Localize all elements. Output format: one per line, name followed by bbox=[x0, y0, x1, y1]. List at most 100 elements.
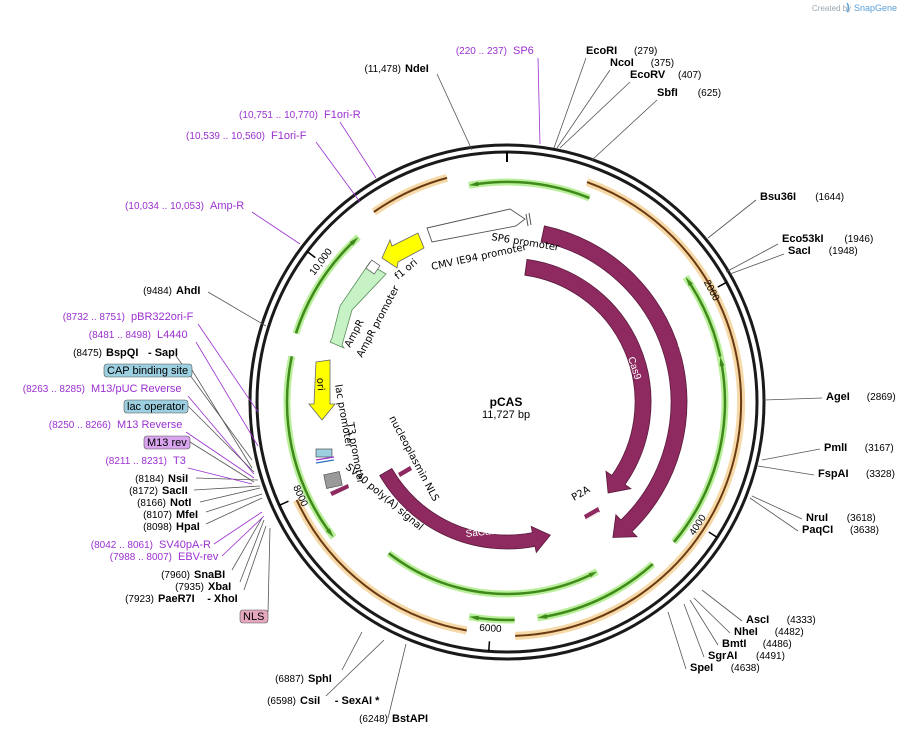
site-name[interactable]: NdeI bbox=[405, 63, 429, 75]
primer-name[interactable]: SP6 bbox=[513, 45, 534, 57]
site-name[interactable]: SbfI bbox=[657, 87, 678, 99]
green-orf-arrow[interactable] bbox=[388, 552, 598, 596]
boxed-feature[interactable] bbox=[143, 435, 191, 450]
site-name[interactable]: FspAI bbox=[818, 468, 849, 480]
site-leader-line bbox=[195, 477, 259, 481]
primer-name[interactable]: M13 Reverse bbox=[117, 419, 182, 431]
site-position: (8166) bbox=[137, 498, 166, 509]
sp6-promoter-feature[interactable] bbox=[525, 212, 532, 227]
site-name[interactable]: MfeI bbox=[176, 509, 198, 521]
watermark-snapgene: SnapGene bbox=[854, 3, 897, 13]
site-alias[interactable]: - XhoI bbox=[207, 593, 238, 605]
site-leader-line bbox=[207, 291, 267, 327]
cas9-inner-feature[interactable] bbox=[524, 258, 652, 494]
site-name[interactable]: BspQI bbox=[106, 347, 138, 359]
site-leader-line bbox=[205, 497, 263, 525]
primer-position: (220 .. 237) bbox=[456, 46, 507, 57]
cmv-promoter-feature[interactable] bbox=[426, 208, 526, 243]
p2a-feature[interactable] bbox=[584, 507, 600, 521]
site-name[interactable]: PaqCI bbox=[802, 524, 833, 536]
primer-name[interactable]: M13/pUC Reverse bbox=[91, 383, 181, 395]
primer-name[interactable]: EBV-rev bbox=[178, 551, 219, 563]
site-position: (6598) bbox=[267, 696, 296, 707]
site-name[interactable]: AhdI bbox=[176, 285, 200, 297]
site-name[interactable]: NotI bbox=[170, 497, 191, 509]
site-name[interactable]: EcoRV bbox=[630, 69, 666, 81]
site-name[interactable]: SnaBI bbox=[194, 569, 225, 581]
ampr-promoter-feature[interactable] bbox=[365, 259, 381, 275]
site-alias[interactable]: - SapI bbox=[148, 347, 178, 359]
site-name[interactable]: NcoI bbox=[610, 57, 634, 69]
site-name[interactable]: SacII bbox=[162, 485, 188, 497]
site-name[interactable]: SphI bbox=[308, 673, 332, 685]
primer-name[interactable]: F1ori-F bbox=[271, 130, 307, 142]
site-leader-line bbox=[693, 597, 731, 634]
boxed-feature-label: lac operator bbox=[127, 401, 185, 413]
site-name[interactable]: PaeR7I bbox=[158, 593, 195, 605]
green-orf-arrow[interactable] bbox=[468, 180, 590, 200]
site-name[interactable]: Bsu36I bbox=[760, 191, 796, 203]
site-position: (7923) bbox=[125, 594, 154, 605]
site-position: (6887) bbox=[275, 674, 304, 685]
green-orf-arcs bbox=[283, 178, 729, 624]
boxed-feature-label: NLS bbox=[243, 611, 264, 623]
site-name[interactable]: BstAPI bbox=[392, 713, 428, 725]
primer-name[interactable]: T3 bbox=[173, 455, 186, 467]
primer-position: (10,034 .. 10,053) bbox=[125, 201, 204, 212]
lac-operator-cluster[interactable] bbox=[315, 448, 335, 464]
site-position: (3328) bbox=[866, 469, 895, 480]
site-name[interactable]: XbaI bbox=[208, 581, 231, 593]
site-leader-line bbox=[749, 497, 799, 532]
site-position: (7935) bbox=[175, 582, 204, 593]
green-orf-arrow[interactable] bbox=[673, 356, 727, 543]
site-leader-line bbox=[199, 487, 261, 503]
site-name[interactable]: PmlI bbox=[824, 442, 847, 454]
primer-position: (8042 .. 8061) bbox=[91, 540, 153, 551]
ampr-feature[interactable] bbox=[329, 261, 387, 349]
site-leader-line bbox=[761, 448, 821, 461]
nls-feature[interactable] bbox=[330, 484, 349, 496]
site-leader-line bbox=[205, 493, 263, 513]
site-name[interactable]: NsiI bbox=[168, 473, 188, 485]
cas9-outer-feature[interactable] bbox=[540, 225, 688, 538]
green-orf-arrow[interactable] bbox=[285, 356, 334, 538]
nucleoplasmin-nls-feature[interactable] bbox=[398, 466, 412, 477]
site-leader-line bbox=[239, 519, 265, 583]
sv40-polya-feature[interactable] bbox=[323, 471, 343, 489]
site-position: (1644) bbox=[815, 192, 844, 203]
site-position: (375) bbox=[651, 58, 674, 69]
primer-name[interactable]: pBR322ori-F bbox=[131, 311, 194, 323]
site-name[interactable]: SpeI bbox=[690, 662, 713, 674]
sacas9-feature[interactable] bbox=[379, 467, 551, 554]
primer-position: (8263 .. 8285) bbox=[23, 384, 85, 395]
primer-name[interactable]: F1ori-R bbox=[324, 109, 361, 121]
primer-leader-line bbox=[315, 141, 361, 203]
primer-leader-line bbox=[251, 211, 301, 245]
primer-name[interactable]: SV40pA-R bbox=[159, 539, 211, 551]
site-name[interactable]: SgrAI bbox=[708, 650, 737, 662]
primer-leader-line bbox=[187, 467, 253, 485]
site-position: (7960) bbox=[161, 570, 190, 581]
site-name[interactable]: BmtI bbox=[722, 638, 746, 650]
site-name[interactable]: EcoRI bbox=[586, 45, 617, 57]
site-alias[interactable]: - SexAI * bbox=[335, 695, 380, 707]
tick-mark bbox=[487, 641, 491, 652]
site-name[interactable]: AscI bbox=[746, 614, 769, 626]
site-name[interactable]: SacI bbox=[788, 245, 811, 257]
f1-ori-feature[interactable] bbox=[381, 232, 425, 269]
ori-feature[interactable] bbox=[308, 359, 336, 421]
site-name[interactable]: NruI bbox=[806, 512, 828, 524]
site-name[interactable]: NheI bbox=[734, 626, 758, 638]
site-name[interactable]: HpaI bbox=[176, 521, 200, 533]
site-position: (1948) bbox=[829, 246, 858, 257]
boxed-feature[interactable] bbox=[239, 609, 269, 624]
green-orf-arrow[interactable] bbox=[469, 615, 515, 622]
site-name[interactable]: AgeI bbox=[826, 391, 850, 403]
primer-name[interactable]: Amp-R bbox=[210, 200, 244, 212]
site-name[interactable]: Eco53kI bbox=[782, 233, 824, 245]
primer-name[interactable]: L4440 bbox=[157, 329, 188, 341]
feature-leader-line bbox=[187, 405, 255, 473]
tick-mark bbox=[717, 281, 727, 288]
site-name[interactable]: CsiI bbox=[300, 695, 320, 707]
feature-leader-line bbox=[191, 369, 253, 469]
